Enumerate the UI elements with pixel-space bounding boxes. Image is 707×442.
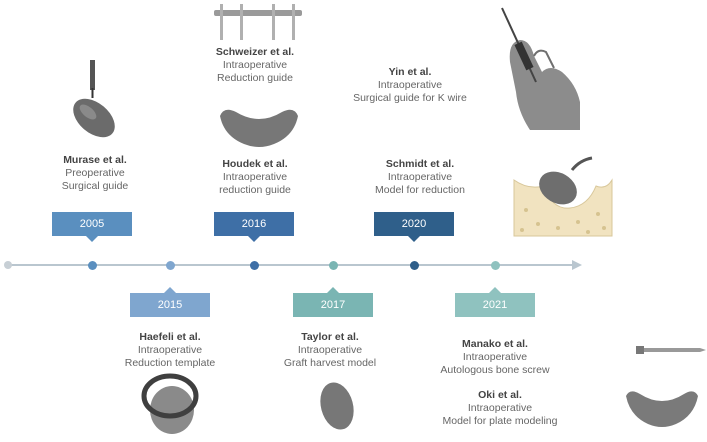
hand-kwire-icon [501,7,580,130]
entry-author: Oki et al. [478,389,522,401]
scaphoid-bone-icon [320,382,354,430]
joint-model-icon [513,156,613,237]
entry-oki: Oki et al. Intraoperative Model for plat… [425,389,575,428]
entry-phase: Intraoperative [297,344,363,356]
entry-author: Taylor et al. [301,331,359,343]
entry-author: Haefeli et al. [139,331,201,343]
entry-phase: Intraoperative [222,171,288,183]
entry-haefeli: Haefeli et al. Intraoperative Reduction … [110,331,230,370]
entry-phase: Intraoperative [462,351,528,363]
entry-schweizer: Schweizer et al. Intraoperative Reductio… [200,46,310,85]
entry-device: Surgical guide for K wire [353,92,467,104]
entry-manako: Manako et al. Intraoperative Autologous … [425,338,565,377]
timeline-dot-2020 [410,261,419,270]
year-box-2021: 2021 [455,287,535,317]
timeline-start-dot [4,261,12,269]
entry-author: Schmidt et al. [385,158,455,170]
entry-phase: Intraoperative [467,402,533,414]
year-box-2020: 2020 [374,212,454,242]
bone-screw-icon [636,346,706,354]
entry-author: Murase et al. [63,154,127,166]
timeline-dot-2021 [491,261,500,270]
entry-device: Model for reduction [375,184,465,196]
entry-schmidt: Schmidt et al. Intraoperative Model for … [360,158,480,197]
entry-device: Graft harvest model [283,357,377,369]
entry-device: Reduction guide [217,72,293,84]
entry-taylor: Taylor et al. Intraoperative Graft harve… [270,331,390,370]
timeline-dot-2015 [166,261,175,270]
timeline-dot-2016 [250,261,259,270]
timeline-dot-2005 [88,261,97,270]
entry-houdek: Houdek et al. Intraoperative reduction g… [200,158,310,197]
year-box-2016: 2016 [214,212,294,242]
entry-author: Yin et al. [388,66,432,78]
reduction-guide-icon [214,4,302,40]
entry-author: Manako et al. [462,338,528,350]
entry-author: Houdek et al. [222,158,288,170]
entry-phase: Intraoperative [377,79,443,91]
entry-device: Reduction template [124,357,216,369]
entry-phase: Preoperative [65,167,125,179]
ring-template-icon [141,373,199,434]
entry-phase: Intraoperative [137,344,203,356]
entry-phase: Intraoperative [387,171,453,183]
entry-author: Schweizer et al. [215,46,295,58]
entry-device: Surgical guide [61,180,129,192]
entry-device: Model for plate modeling [442,415,558,427]
year-box-2015: 2015 [130,287,210,317]
entry-murase: Murase et al. Preoperative Surgical guid… [40,154,150,193]
entry-yin: Yin et al. Intraoperative Surgical guide… [335,66,485,105]
entry-phase: Intraoperative [222,59,288,71]
year-box-2017: 2017 [293,287,373,317]
scaphoid-bone-icon [626,391,698,427]
scaphoid-bone-icon [220,109,298,147]
timeline-dot-2017 [329,261,338,270]
entry-device: reduction guide [219,184,291,196]
drill-icon [73,60,115,138]
entry-device: Autologous bone screw [440,364,550,376]
year-box-2005: 2005 [52,212,132,242]
